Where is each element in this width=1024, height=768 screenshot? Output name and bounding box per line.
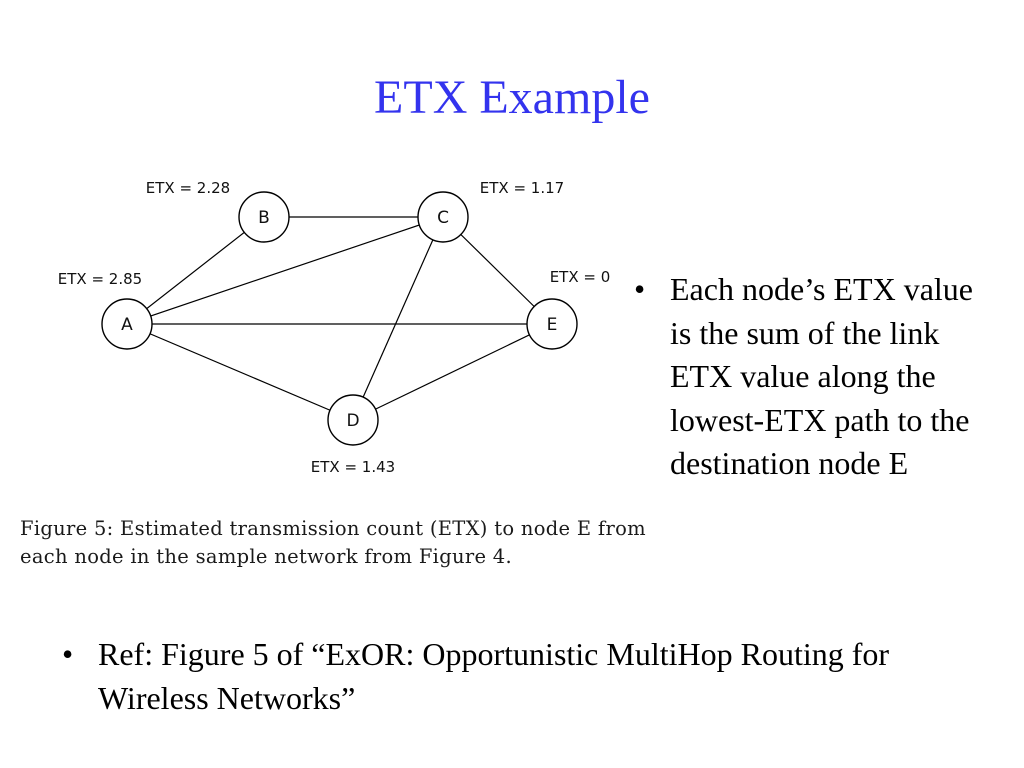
node-d: D (327, 394, 379, 446)
figure-caption: Figure 5: Estimated transmission count (… (20, 517, 646, 568)
etx-label-d: ETX = 1.43 (311, 458, 395, 476)
edge-a-c (126, 216, 444, 325)
nodes-layer: A B C D E (101, 191, 578, 446)
edge-d-e (352, 323, 553, 421)
bullet-marker: • (62, 636, 74, 672)
bullet-marker: • (634, 271, 646, 307)
bullet-text: Ref: Figure 5 of “ExOR: Opportunistic Mu… (98, 636, 890, 716)
node-circle (101, 298, 153, 350)
node-label: B (258, 208, 270, 228)
slide-title: ETX Example (374, 71, 650, 124)
node-circle (417, 191, 469, 243)
node-a: A (101, 298, 153, 350)
edge-c-d (352, 216, 444, 421)
etx-label-b: ETX = 2.28 (146, 179, 230, 197)
etx-label-e: ETX = 0 (550, 268, 611, 286)
etx-label-a: ETX = 2.85 (58, 270, 142, 288)
edge-a-b (126, 216, 265, 325)
edge-a-d (126, 323, 354, 421)
node-c: C (417, 191, 469, 243)
node-label: D (346, 411, 359, 431)
node-label: C (437, 208, 449, 228)
bullet-reference: • Ref: Figure 5 of “ExOR: Opportunistic … (62, 633, 962, 720)
node-label: E (547, 315, 558, 335)
bullet-text: Each node’s ETX value is the sum of the … (670, 271, 973, 481)
edges-layer (126, 216, 553, 421)
node-circle (238, 191, 290, 243)
bullet-etx-explanation: • Each node’s ETX value is the sum of th… (634, 268, 989, 486)
node-b: B (238, 191, 290, 243)
node-circle (327, 394, 379, 446)
node-e: E (526, 298, 578, 350)
etx-label-c: ETX = 1.17 (480, 179, 564, 197)
node-label: A (121, 315, 133, 335)
node-circle (526, 298, 578, 350)
